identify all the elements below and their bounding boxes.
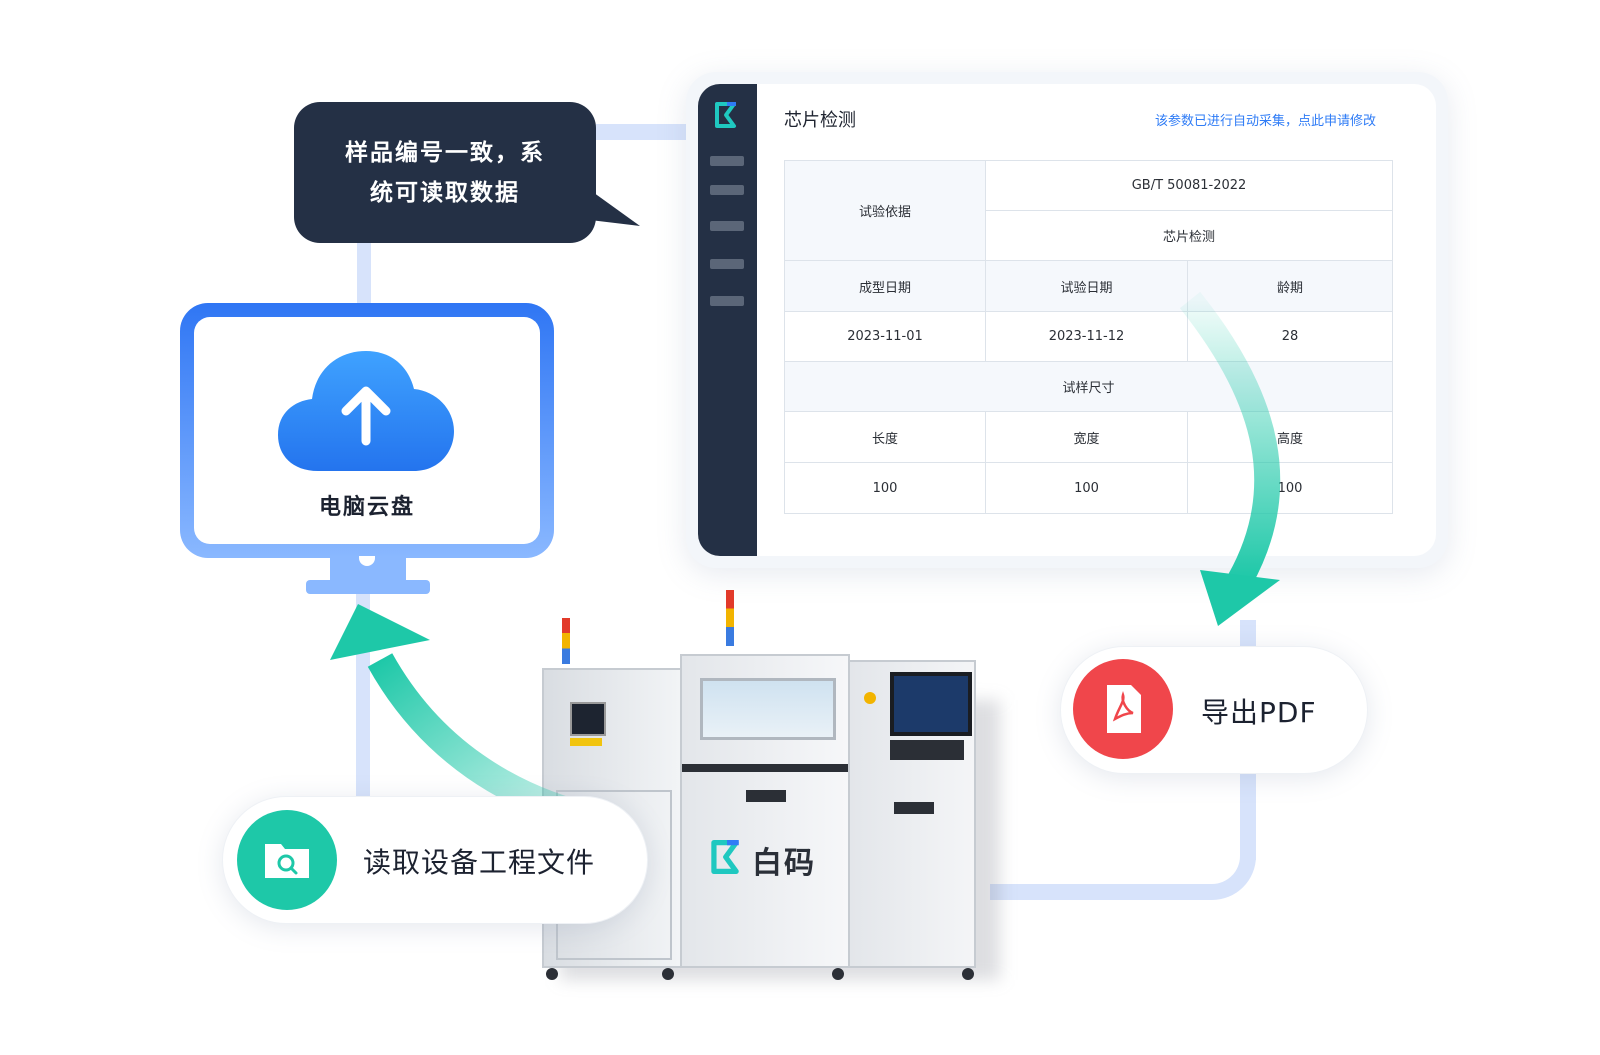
folder-icon-circle — [237, 810, 337, 910]
header-molding-date: 成型日期 — [784, 260, 986, 312]
connector-bottom-curve — [990, 820, 1256, 900]
callout-tail — [590, 190, 640, 226]
read-device-files-button[interactable]: 读取设备工程文件 — [222, 796, 648, 924]
connector-left-vertical — [357, 243, 371, 303]
computer-cloud-monitor[interactable]: 电脑云盘 — [180, 303, 554, 558]
machine-display-left — [570, 702, 606, 736]
app-panel: 芯片检测 该参数已进行自动采集，点此申请修改 试验依据 GB/T 50081-2… — [698, 84, 1436, 556]
standard-cell: GB/T 50081-2022 — [985, 160, 1393, 211]
beacon-middle — [726, 590, 734, 646]
pdf-file-icon — [1107, 685, 1141, 733]
monitor-base — [306, 580, 430, 594]
machine-right-cabinet — [848, 660, 976, 968]
machine-dark-band — [682, 764, 848, 772]
export-pdf-label: 导出PDF — [1201, 696, 1317, 729]
header-age: 龄期 — [1187, 260, 1393, 312]
sidebar-item-5[interactable] — [710, 296, 744, 306]
callout-line-2: 统可读取数据 — [370, 179, 520, 206]
machine-handle — [746, 790, 786, 802]
sidebar — [698, 84, 757, 556]
header-length: 长度 — [784, 411, 986, 463]
pdf-icon-circle — [1073, 659, 1173, 759]
callout-line-1: 样品编号一致，系 — [345, 139, 545, 166]
monitor-label: 电脑云盘 — [318, 495, 415, 520]
sidebar-item-3[interactable] — [710, 221, 744, 231]
export-pdf-button[interactable]: 导出PDF — [1060, 646, 1368, 774]
monitor-neck-dot — [359, 556, 375, 566]
machine-control-knob — [864, 692, 876, 704]
value-length: 100 — [784, 462, 986, 514]
folder-search-icon — [265, 844, 309, 878]
machine-wheel — [662, 968, 674, 980]
test-name-cell: 芯片检测 — [985, 210, 1393, 261]
sidebar-item-2[interactable] — [710, 185, 744, 195]
machine-middle-cabinet: 白码 — [680, 654, 850, 968]
read-device-files-label: 读取设备工程文件 — [363, 846, 596, 879]
value-molding-date: 2023-11-01 — [784, 311, 986, 362]
sidebar-item-1[interactable] — [710, 156, 744, 166]
basis-label-cell: 试验依据 — [784, 160, 986, 261]
machine-wheel — [832, 968, 844, 980]
page-title: 芯片检测 — [784, 110, 856, 131]
header-test-date: 试验日期 — [985, 260, 1188, 312]
machine-warning-label — [570, 738, 602, 746]
edit-request-link[interactable]: 该参数已进行自动采集，点此申请修改 — [1154, 114, 1376, 129]
machine-right-handle — [894, 802, 934, 814]
connector-top — [596, 124, 688, 140]
app-logo-icon — [715, 102, 736, 128]
callout-bubble: 样品编号一致，系 统可读取数据 — [294, 102, 596, 243]
brand-name: 白码 — [752, 846, 816, 881]
machine-wheel — [546, 968, 558, 980]
value-width: 100 — [985, 462, 1188, 514]
machine-window — [700, 678, 836, 740]
header-width: 宽度 — [985, 411, 1188, 463]
value-test-date: 2023-11-12 — [985, 311, 1188, 362]
sidebar-item-4[interactable] — [710, 259, 744, 269]
machine-wheel — [962, 968, 974, 980]
machine-touchscreen — [890, 672, 972, 736]
monitor-screen: 电脑云盘 — [194, 317, 540, 544]
brand-logo-icon — [711, 840, 739, 874]
cloud-upload-icon — [278, 351, 454, 471]
size-section-header: 试样尺寸 — [784, 361, 1393, 412]
value-height: 100 — [1187, 462, 1393, 514]
arrow-panel-to-pdf — [1179, 291, 1281, 626]
machine-control-panel — [890, 740, 964, 760]
beacon-left — [562, 618, 570, 664]
